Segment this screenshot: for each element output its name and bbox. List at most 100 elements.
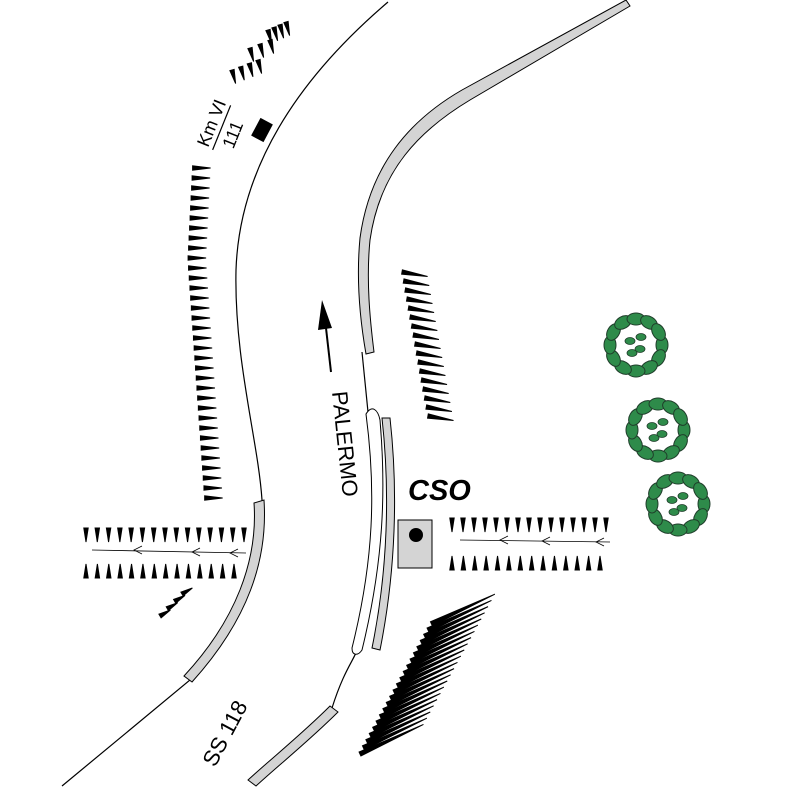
embankment-tick xyxy=(388,668,455,701)
embankment-tick xyxy=(361,717,428,751)
station-platform xyxy=(397,519,433,569)
embankment-tick xyxy=(150,527,157,543)
embankment-tick xyxy=(189,285,209,291)
tree-icon xyxy=(645,471,711,537)
embankment-tick xyxy=(385,674,451,708)
direction-label: PALERMO xyxy=(327,390,363,498)
embankment-tick xyxy=(192,335,212,341)
embankment-tick xyxy=(401,269,428,278)
embankment-tick xyxy=(415,350,443,359)
embankment-tick xyxy=(570,517,576,533)
embankment-tick xyxy=(506,555,512,571)
embankment-tick xyxy=(504,517,510,533)
embankment-tick xyxy=(267,38,275,54)
embankment-tick xyxy=(603,517,609,533)
embankment-tick xyxy=(271,26,279,42)
embankment-tick xyxy=(197,395,216,401)
embankment-tick xyxy=(105,563,112,579)
embankment-tick xyxy=(365,711,431,745)
embankment-tick xyxy=(483,555,489,571)
black-square-icon xyxy=(251,117,273,143)
embankment-tick xyxy=(559,517,565,533)
embankment-tick xyxy=(201,455,220,461)
embankment-tick xyxy=(192,325,211,331)
embankment-tick xyxy=(419,612,485,646)
embankment-tick xyxy=(551,555,558,571)
embankment-tick xyxy=(482,517,488,533)
embankment-tick xyxy=(392,661,458,695)
embankment-tick xyxy=(117,563,123,579)
embankment-tick xyxy=(471,555,478,571)
stream-arrow-6 xyxy=(595,537,605,547)
embankment-tick xyxy=(526,517,532,533)
embankment-tick xyxy=(188,235,208,241)
road-name-label: SS 118 xyxy=(197,696,252,770)
embankment-tick xyxy=(195,365,214,371)
embankment-tick xyxy=(117,527,123,543)
embankment-tick xyxy=(409,314,436,323)
embankment-tick xyxy=(165,602,179,612)
embankment-tick xyxy=(283,20,291,36)
embankment-tick xyxy=(581,517,587,533)
embankment-tick xyxy=(423,395,451,404)
embankment-tick xyxy=(193,345,213,351)
embankment-tick xyxy=(162,527,168,543)
embankment-tick xyxy=(493,517,499,533)
embankment-tick xyxy=(405,637,472,670)
embankment-tick xyxy=(128,527,134,543)
stream-arrow-1 xyxy=(133,545,143,555)
embankment-tick xyxy=(237,65,245,81)
stream-right xyxy=(459,539,611,543)
embankment-tick xyxy=(219,563,226,579)
embankment-tick xyxy=(395,655,462,689)
embankment-tick xyxy=(197,405,217,411)
embankment-tick xyxy=(412,332,440,341)
tree-icon xyxy=(603,312,669,378)
embankment-tick xyxy=(420,377,448,386)
embankment-tick xyxy=(255,58,263,74)
embankment-tick xyxy=(229,68,237,84)
embankment-tick xyxy=(83,563,89,579)
embankment-tick xyxy=(190,205,209,211)
embankment-tick xyxy=(172,594,186,605)
km-marker-label: Km VI 111 xyxy=(193,97,247,152)
embankment-tick xyxy=(368,705,434,739)
embankment-tick xyxy=(494,555,501,571)
embankment-tick xyxy=(105,527,112,543)
embankment-tick xyxy=(180,587,193,597)
embankment-tick xyxy=(460,517,466,533)
embankment-tick xyxy=(416,618,482,652)
embankment-tick xyxy=(592,517,598,533)
embankment-tick xyxy=(378,686,445,720)
embankment-tick xyxy=(208,563,215,579)
embankment-tick xyxy=(200,445,220,451)
embankment-tick xyxy=(413,341,441,350)
embankment-tick xyxy=(426,413,454,422)
embankment-tick xyxy=(195,375,215,381)
embankment-tick xyxy=(191,185,210,191)
embankment-tick xyxy=(188,245,207,251)
stream-arrow-4 xyxy=(499,535,509,545)
embankment-tick xyxy=(574,555,581,571)
embankment-tick xyxy=(429,593,496,627)
embankment-tick xyxy=(460,555,467,571)
embankment-tick xyxy=(246,62,254,78)
stream-arrow-5 xyxy=(541,536,551,546)
embankment-tick xyxy=(185,563,192,579)
embankment-tick xyxy=(189,225,208,231)
road-right-edge xyxy=(361,351,369,413)
embankment-tick xyxy=(196,527,202,543)
embankment-tick xyxy=(190,305,210,311)
embankment-tick xyxy=(94,527,101,543)
embankment-tick xyxy=(192,165,211,171)
embankment-tick xyxy=(199,425,218,431)
embankment-tick xyxy=(425,404,453,413)
embankment-tick xyxy=(382,680,448,714)
embankment-tick xyxy=(371,699,438,732)
tree-icon xyxy=(625,397,691,463)
embankment-tick xyxy=(247,46,255,62)
embankment-tick xyxy=(257,42,265,58)
arrow-up-icon xyxy=(318,300,332,373)
embankment-ticks xyxy=(83,20,609,757)
